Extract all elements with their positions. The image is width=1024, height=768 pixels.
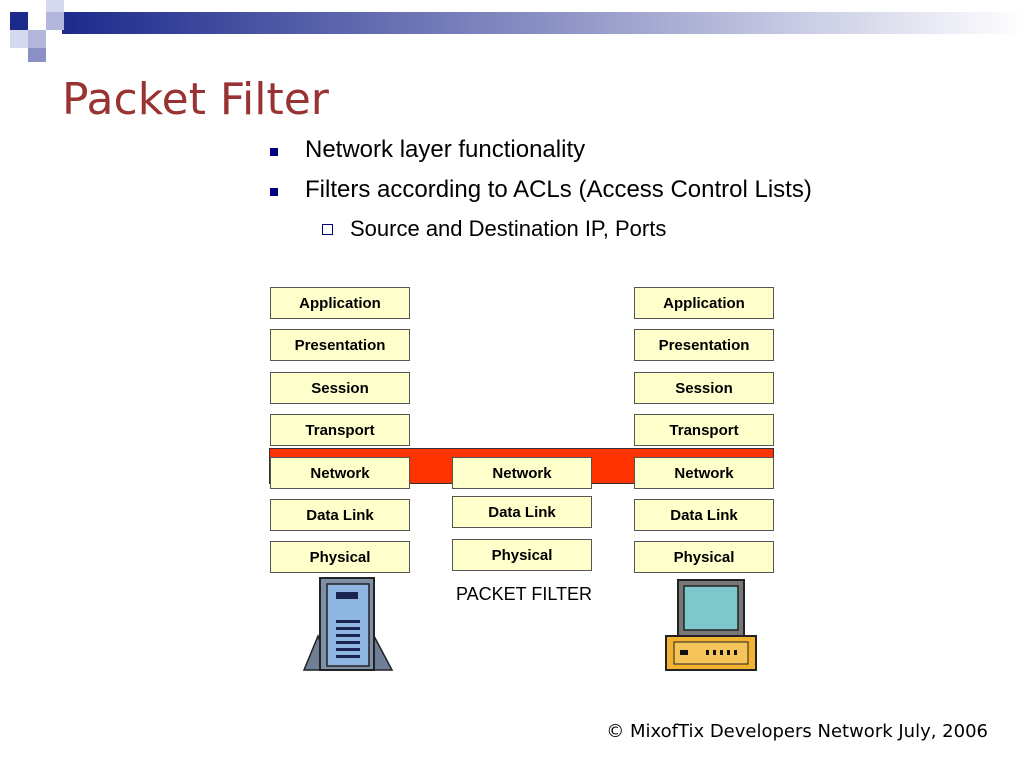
hollow-square-bullet-icon [322, 224, 333, 235]
square-bullet-icon [270, 188, 278, 196]
layer-physical: Physical [634, 541, 774, 573]
layer-presentation: Presentation [634, 329, 774, 361]
layer-presentation: Presentation [270, 329, 410, 361]
layer-physical: Physical [270, 541, 410, 573]
server-tower-icon [302, 577, 394, 671]
layer-data-link: Data Link [634, 499, 774, 531]
layer-transport: Transport [270, 414, 410, 446]
layer-network: Network [634, 457, 774, 489]
layer-transport: Transport [634, 414, 774, 446]
layer-session: Session [634, 372, 774, 404]
layer-application: Application [634, 287, 774, 319]
desktop-computer-icon [665, 579, 757, 671]
header-decoration [10, 0, 1024, 62]
layer-network: Network [452, 457, 592, 489]
layer-application: Application [270, 287, 410, 319]
layer-physical: Physical [452, 539, 592, 571]
square-bullet-icon [270, 148, 278, 156]
sub-bullet-text: Source and Destination IP, Ports [350, 216, 667, 241]
layer-data-link: Data Link [452, 496, 592, 528]
packet-filter-label: PACKET FILTER [456, 584, 593, 604]
slide-title: Packet Filter [62, 74, 329, 125]
copyright-footer: © MixofTix Developers Network July, 2006 [606, 721, 988, 742]
bullet-text: Network layer functionality [305, 136, 586, 163]
layer-session: Session [270, 372, 410, 404]
bullet-text: Filters according to ACLs (Access Contro… [305, 176, 812, 203]
layer-data-link: Data Link [270, 499, 410, 531]
layer-network: Network [270, 457, 410, 489]
